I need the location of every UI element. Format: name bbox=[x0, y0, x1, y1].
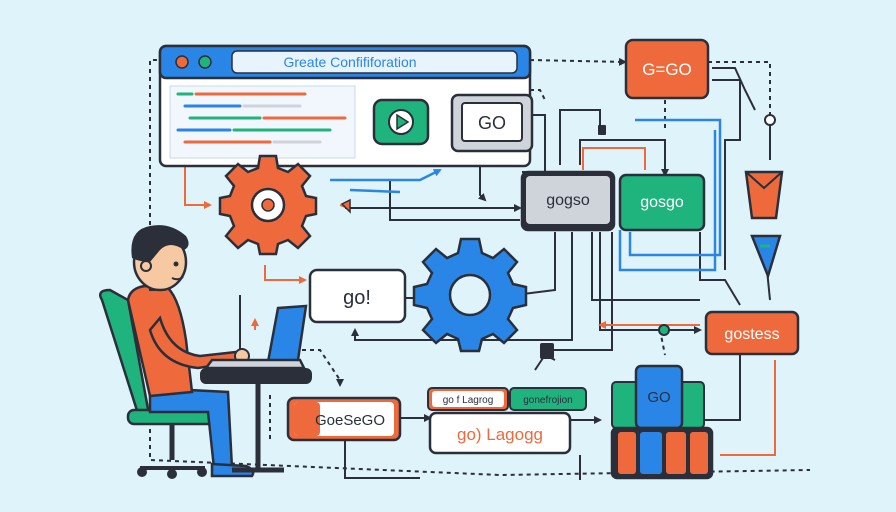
gosgo-label: gosgo bbox=[640, 194, 684, 211]
node-dot bbox=[764, 114, 776, 126]
window-minimize-dot[interactable] bbox=[198, 55, 212, 69]
go-node-top-label: GO bbox=[478, 113, 506, 133]
window-title: Greate Confififoration bbox=[283, 54, 416, 70]
plug-connector bbox=[598, 125, 606, 135]
chair-icon bbox=[99, 288, 220, 479]
node-dot bbox=[658, 324, 670, 336]
goesego-label: GoeSeGO bbox=[315, 412, 385, 429]
go-lagogg-label: go) Lagogg bbox=[457, 425, 543, 444]
g-eq-go-node[interactable]: G=GO bbox=[624, 38, 710, 100]
gosgo-node[interactable]: gosgo bbox=[618, 173, 706, 232]
play-icon bbox=[388, 109, 414, 135]
code-window: Greate Confififoration bbox=[158, 44, 532, 168]
plug-connector bbox=[340, 198, 351, 214]
go-stack-label: GO bbox=[647, 389, 670, 406]
goesego-node[interactable]: GoeSeGO bbox=[286, 396, 402, 442]
code-lines bbox=[176, 92, 347, 144]
gogso-node[interactable]: gogso bbox=[520, 170, 616, 232]
plug-connector bbox=[540, 343, 554, 359]
g-eq-go-label: G=GO bbox=[642, 60, 692, 79]
go-bang-node[interactable]: go! bbox=[308, 268, 407, 324]
person-icon bbox=[99, 225, 255, 479]
gogso-label: gogso bbox=[546, 192, 590, 209]
play-node[interactable] bbox=[372, 98, 430, 146]
blue-connectors bbox=[330, 89, 722, 272]
go-lagogg-node[interactable]: go) Lagogg bbox=[428, 411, 572, 455]
gear-icon bbox=[218, 154, 318, 256]
gonefrojion-label: gonefrojion bbox=[523, 395, 572, 406]
cup-icon bbox=[744, 170, 784, 220]
go-bang-label: go! bbox=[343, 287, 371, 309]
gof-lagrog-label: go f Lagrog bbox=[443, 395, 494, 406]
cup-icon bbox=[750, 234, 782, 280]
go-stack[interactable]: GO bbox=[610, 364, 714, 480]
laptop-icon bbox=[200, 304, 312, 473]
go-node-top[interactable]: GO bbox=[450, 93, 534, 153]
gostess-node[interactable]: gostess bbox=[704, 310, 800, 356]
gear-icon bbox=[412, 237, 528, 353]
gof-lagrog-tag[interactable]: go f Lagrog bbox=[427, 387, 509, 411]
gostess-label: gostess bbox=[724, 326, 779, 343]
window-close-dot[interactable] bbox=[175, 55, 189, 69]
gonefrojion-tag[interactable]: gonefrojion bbox=[509, 387, 587, 411]
